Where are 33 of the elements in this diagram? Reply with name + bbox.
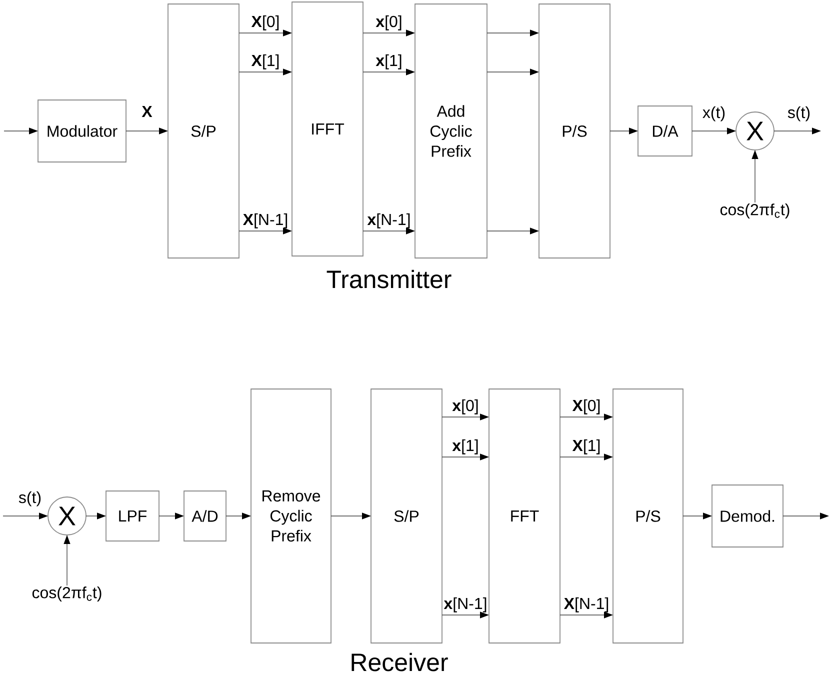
- edge-label: x[N-1]: [367, 213, 410, 228]
- edge-label: x[1]: [376, 54, 402, 70]
- process-box: A/D: [184, 490, 226, 542]
- process-box: Modulator: [38, 100, 126, 162]
- process-box: IFFT: [292, 2, 364, 256]
- edge-label: s(t): [18, 491, 41, 506]
- edge-label: X[1]: [251, 54, 279, 70]
- section-title: Transmitter: [326, 270, 452, 288]
- edge-label: X: [142, 106, 152, 117]
- edge-label: s(t): [788, 106, 810, 122]
- process-box: FFT: [488, 388, 560, 644]
- edge-label: X[1]: [572, 439, 600, 454]
- process-box: Add Cyclic Prefix: [414, 4, 488, 258]
- process-box: Remove Cyclic Prefix: [250, 388, 332, 644]
- process-box: P/S: [538, 4, 610, 258]
- process-box: S/P: [168, 4, 240, 258]
- edge-label: X[0]: [572, 399, 600, 414]
- edge-label: X[N-1]: [564, 597, 608, 612]
- carrier-label: cos(2πf$_{c}$t): [32, 586, 102, 602]
- process-box: D/A: [638, 106, 692, 156]
- carrier-label: cos(2πf$_{c}$t): [720, 204, 790, 218]
- edge-label: x[0]: [452, 399, 478, 414]
- section-title: Receiver: [352, 652, 448, 672]
- edge-label: x(t): [702, 106, 725, 122]
- edge-label: X[N-1]: [242, 213, 288, 228]
- process-box: Demod.: [712, 484, 784, 548]
- edge-label: x[N-1]: [444, 597, 486, 612]
- edge-label: x[1]: [452, 439, 478, 454]
- edge-label: X[0]: [251, 15, 279, 30]
- process-box: LPF: [106, 490, 160, 542]
- process-box: S/P: [370, 388, 442, 644]
- edge-label: x[0]: [376, 15, 402, 30]
- process-box: P/S: [612, 388, 684, 644]
